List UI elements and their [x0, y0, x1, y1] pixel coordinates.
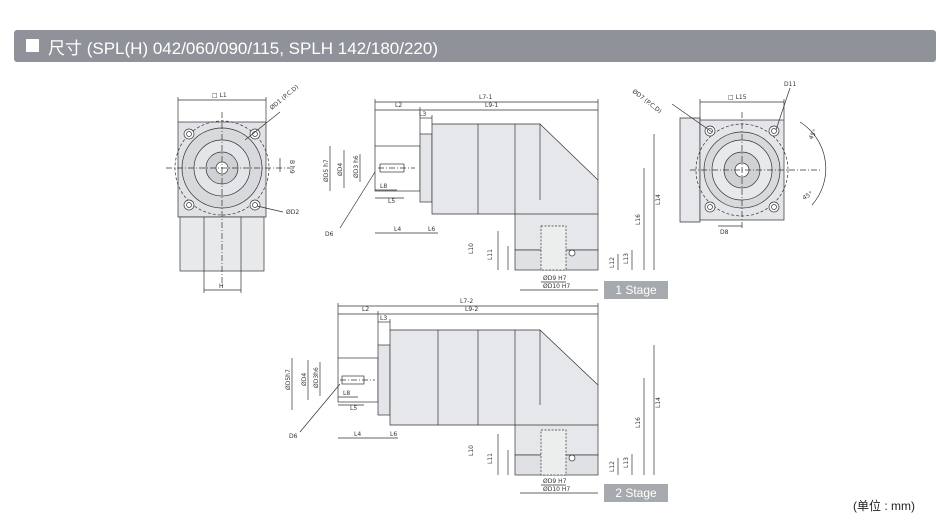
dim-l12-2: L12	[609, 461, 616, 472]
dim-l12-1: L12	[609, 257, 616, 268]
front-view	[166, 97, 290, 293]
dim-l10-1: L10	[468, 243, 475, 254]
dim-l9-2: L9-2	[465, 306, 478, 313]
dim-l7-2: L7-2	[460, 298, 473, 305]
dim-l3-1: L3	[419, 111, 426, 118]
rear-view	[671, 87, 827, 230]
dim-d4-2: ØD4	[301, 373, 308, 386]
stage1-badge: 1 Stage	[604, 281, 668, 299]
dim-d1: ØD1 (P.C.D)	[269, 84, 300, 112]
shaft-1	[374, 145, 421, 192]
dim-d10-2: ØD10 H7	[543, 486, 570, 493]
dim-d2: ØD2	[286, 209, 299, 216]
section-header: 尺寸 (SPL(H) 042/060/090/115, SPLH 142/180…	[14, 30, 936, 62]
side-view-stage1	[329, 99, 655, 291]
dim-l2-1: L2	[395, 102, 402, 109]
dim-l6-2: L6	[390, 431, 397, 438]
dim-l4-2: L4	[354, 431, 361, 438]
dim-d7: ØD7 (P.C.D)	[631, 88, 663, 115]
dim-b: B h9	[288, 160, 295, 174]
dim-l3-2: L3	[380, 315, 387, 322]
dim-l7-1: L7-1	[479, 94, 492, 101]
dim-l6-1: L6	[428, 226, 435, 233]
section-title: 尺寸 (SPL(H) 042/060/090/115, SPLH 142/180…	[48, 39, 438, 58]
dim-l16-2: L16	[635, 417, 642, 428]
dim-l9-1: L9-1	[485, 102, 498, 109]
dim-l1: □ L1	[212, 92, 227, 99]
dim-l13-1: L13	[623, 253, 630, 264]
dim-d10-1: ØD10 H7	[543, 283, 570, 290]
dim-l8-2: L8	[343, 390, 350, 397]
dim-h: H	[219, 283, 224, 290]
dim-l13-2: L13	[623, 457, 630, 468]
dim-d5-1: ØD5 h7	[323, 159, 330, 182]
dim-angle-1: 45°	[808, 128, 819, 141]
dim-d9-1: ØD9 H7	[543, 275, 567, 282]
dim-l4-1: L4	[394, 226, 401, 233]
dim-l2-2: L2	[362, 306, 369, 313]
dim-l5-1: L5	[388, 198, 395, 205]
dim-l15: □ L15	[728, 94, 747, 101]
housing-2	[389, 329, 599, 456]
dim-l14-2: L14	[655, 397, 662, 408]
dim-d3-2: ØD3h6	[313, 367, 320, 388]
unit-label: (单位 : mm)	[853, 499, 915, 513]
dim-d3-1: ØD3 h6	[353, 155, 360, 178]
dim-l5-2: L5	[350, 405, 357, 412]
dim-angle-2: 45°	[802, 190, 815, 201]
dim-l11-2: L11	[487, 453, 494, 464]
dim-l16-1: L16	[635, 214, 642, 225]
dim-l14-1: L14	[655, 194, 662, 205]
dim-d11: D11	[784, 81, 796, 88]
dim-d8: D8	[720, 229, 729, 236]
side-view-stage2	[291, 303, 655, 494]
dim-d6-2: D6	[289, 433, 298, 440]
dim-d4-1: ØD4	[337, 163, 344, 176]
dim-l10-2: L10	[468, 445, 475, 456]
dim-l11-1: L11	[487, 249, 494, 260]
dim-d6-1: D6	[325, 231, 334, 238]
dim-d9-2: ØD9 H7	[543, 478, 567, 485]
square-bullet-icon	[26, 39, 39, 52]
dim-d5-2: ØD5h7	[285, 369, 292, 390]
dim-l8-1: L8	[380, 183, 387, 190]
stage2-badge: 2 Stage	[604, 484, 668, 502]
